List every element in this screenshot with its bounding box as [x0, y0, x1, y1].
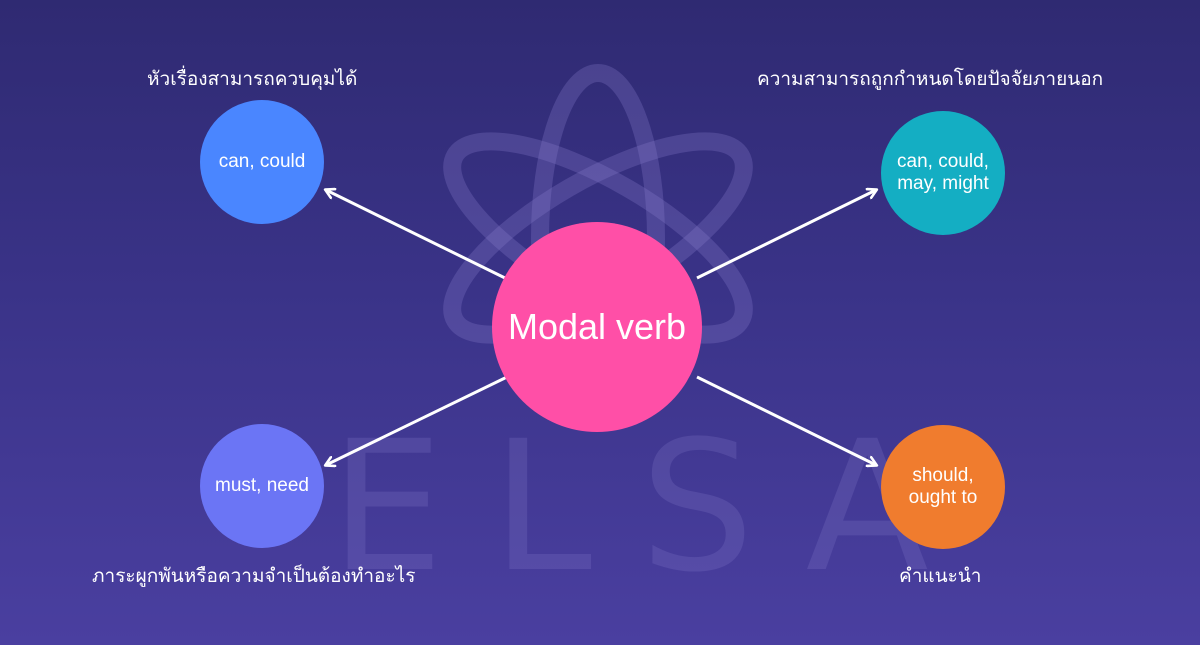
- node-bottom-right-label: should, ought to: [908, 465, 978, 508]
- node-bottom-right: should, ought to: [881, 425, 1005, 549]
- center-node: Modal verb: [492, 222, 702, 432]
- node-top-right-label: can, could, may, might: [897, 151, 989, 194]
- center-label: Modal verb: [507, 306, 687, 348]
- node-top-right: can, could, may, might: [881, 111, 1005, 235]
- caption-top-left: หัวเรื่องสามารถควบคุมได้: [147, 68, 358, 90]
- caption-bottom-right: คำแนะนำ: [899, 565, 982, 587]
- caption-bottom-left: ภาระผูกพันหรือความจำเป็นต้องทำอะไร: [92, 565, 416, 587]
- node-top-left: can, could: [200, 100, 324, 224]
- caption-top-right: ความสามารถถูกกำหนดโดยปัจจัยภายนอก: [757, 68, 1104, 90]
- arrow-bottom-left: [326, 375, 508, 465]
- node-bottom-left: must, need: [200, 424, 324, 548]
- node-top-left-label: can, could: [218, 151, 306, 173]
- arrow-top-right: [696, 190, 876, 280]
- arrow-bottom-right: [696, 375, 876, 465]
- arrow-top-left: [326, 190, 506, 280]
- node-bottom-left-label: must, need: [215, 475, 309, 497]
